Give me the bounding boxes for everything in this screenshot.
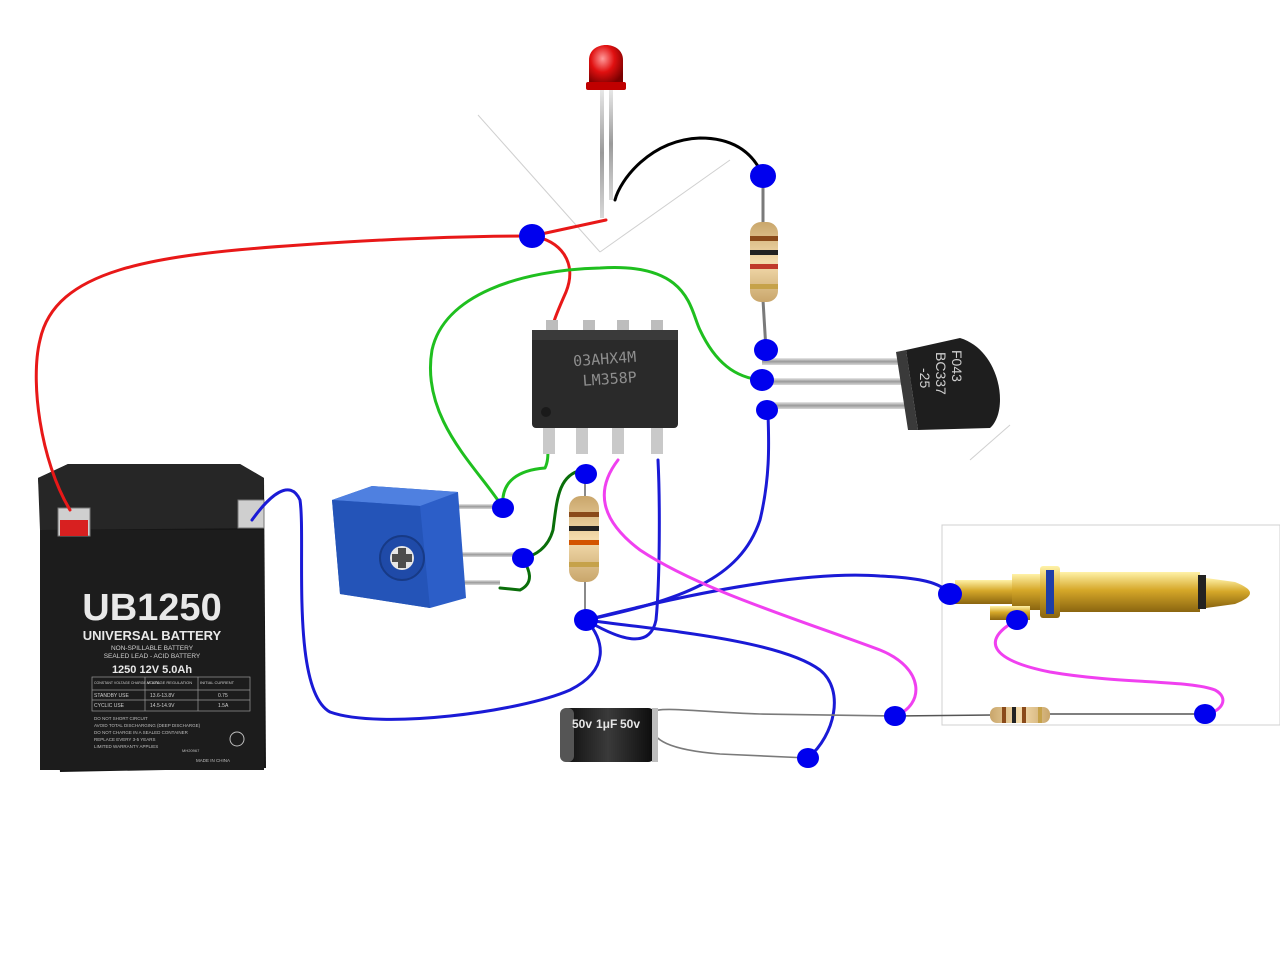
battery-spec-table bbox=[91, 676, 251, 712]
battery-warning: AVOID TOTAL DISCHARGING (DEEP DISCHARGE) bbox=[94, 723, 201, 728]
node[interactable] bbox=[1006, 610, 1028, 630]
wire-black bbox=[613, 136, 765, 202]
dip8-ic-icon: 03ΑΗΧ4Μ LM358P bbox=[532, 320, 678, 454]
resistor-icon bbox=[569, 496, 599, 582]
capacitor-rating-right: 50v bbox=[620, 717, 640, 731]
wire-blue-cap bbox=[584, 618, 836, 760]
node[interactable] bbox=[492, 498, 514, 518]
resistor-lead-h bbox=[894, 713, 1206, 717]
battery-type-line1: NON-SPILLABLE BATTERY bbox=[111, 645, 194, 652]
battery-warning: LIMITED WARRANTY APPLIES bbox=[94, 744, 158, 749]
wire-red-battery bbox=[34, 234, 534, 512]
battery-table-header-1: VOLTAGE REGULATION bbox=[147, 680, 192, 685]
wire-red-ic bbox=[530, 234, 572, 327]
capacitor-rating-mid: 1μF bbox=[596, 717, 617, 731]
battery-type-line2: SEALED LEAD - ACID BATTERY bbox=[104, 653, 201, 660]
node[interactable] bbox=[750, 369, 774, 391]
node[interactable] bbox=[512, 548, 534, 568]
node[interactable] bbox=[797, 748, 819, 768]
ic-marking-line2: LM358P bbox=[582, 368, 637, 390]
battery-table-cell: 1.5A bbox=[218, 703, 229, 709]
npn-transistor-icon: F043 BC337 -25 bbox=[762, 338, 1000, 430]
battery-table-cell: STANDBY USE bbox=[94, 693, 129, 699]
battery-table-cell: 0.75 bbox=[218, 693, 228, 699]
wires bbox=[34, 136, 1225, 760]
battery-table-header-0: CONSTANT VOLTAGE CHARGE AT 20°C bbox=[94, 681, 160, 685]
battery-table-cell: CYCLIC USE bbox=[94, 703, 125, 709]
battery: UB1250 UNIVERSAL BATTERY NON-SPILLABLE B… bbox=[38, 464, 266, 772]
wire-blue-battery bbox=[250, 488, 602, 721]
electrolytic-capacitor-icon: 50v 1μF 50v bbox=[560, 708, 658, 762]
recycle-icon bbox=[229, 731, 245, 747]
cap-lead-bottom bbox=[651, 723, 809, 759]
led-icon bbox=[586, 45, 626, 218]
battery-warning: DO NOT SHORT CIRCUIT bbox=[94, 716, 148, 721]
node[interactable] bbox=[754, 339, 778, 361]
battery-table-cell: 13.6-13.8V bbox=[150, 693, 175, 699]
wire-darkgreen bbox=[521, 468, 584, 560]
trimpot-icon bbox=[332, 486, 523, 608]
battery-negative-terminal[interactable] bbox=[237, 499, 265, 529]
node[interactable] bbox=[575, 464, 597, 484]
wire-green-ic bbox=[501, 446, 550, 510]
wire-magenta-jack bbox=[993, 618, 1225, 716]
node[interactable] bbox=[750, 164, 776, 188]
connection-nodes bbox=[492, 164, 1216, 768]
wire-magenta-ic bbox=[602, 458, 918, 718]
node[interactable] bbox=[1194, 704, 1216, 724]
audio-jack-icon bbox=[955, 566, 1250, 620]
battery-model: UB1250 bbox=[82, 587, 221, 629]
node[interactable] bbox=[884, 706, 906, 726]
battery-made-in: MADE IN CHINA bbox=[196, 758, 230, 763]
battery-warning: DO NOT CHARGE IN A SEALED CONTAINER bbox=[94, 730, 189, 735]
resistor-icon bbox=[750, 222, 778, 302]
resistor-icon bbox=[990, 707, 1050, 723]
node[interactable] bbox=[756, 400, 778, 420]
ic-marking-line1: 03ΑΗΧ4Μ bbox=[572, 348, 636, 370]
battery-table-header-2: INITIAL CURRENT bbox=[200, 680, 235, 685]
transistor-marking-line1: F043 bbox=[949, 350, 965, 382]
wire-blue-ic bbox=[584, 458, 661, 641]
cap-lead-top bbox=[651, 708, 896, 717]
wire-blue-jack bbox=[584, 573, 952, 622]
node[interactable] bbox=[938, 583, 962, 605]
guide-lines bbox=[477, 114, 1280, 726]
capacitor-rating-left: 50v bbox=[572, 717, 592, 731]
battery-table-cell: 14.5-14.9V bbox=[150, 703, 175, 709]
battery-spec: 1250 12V 5.0Ah bbox=[112, 664, 192, 676]
battery-brand: UNIVERSAL BATTERY bbox=[83, 628, 222, 643]
node[interactable] bbox=[574, 609, 598, 631]
battery-warning: REPLACE EVERY 3-5 YEARS bbox=[94, 737, 156, 742]
transistor-marking-line3: -25 bbox=[917, 368, 933, 388]
wire-green-loop bbox=[428, 266, 764, 510]
transistor-marking-line2: BC337 bbox=[933, 352, 949, 395]
battery-cert: MH20967 bbox=[182, 748, 200, 753]
node[interactable] bbox=[519, 224, 545, 248]
